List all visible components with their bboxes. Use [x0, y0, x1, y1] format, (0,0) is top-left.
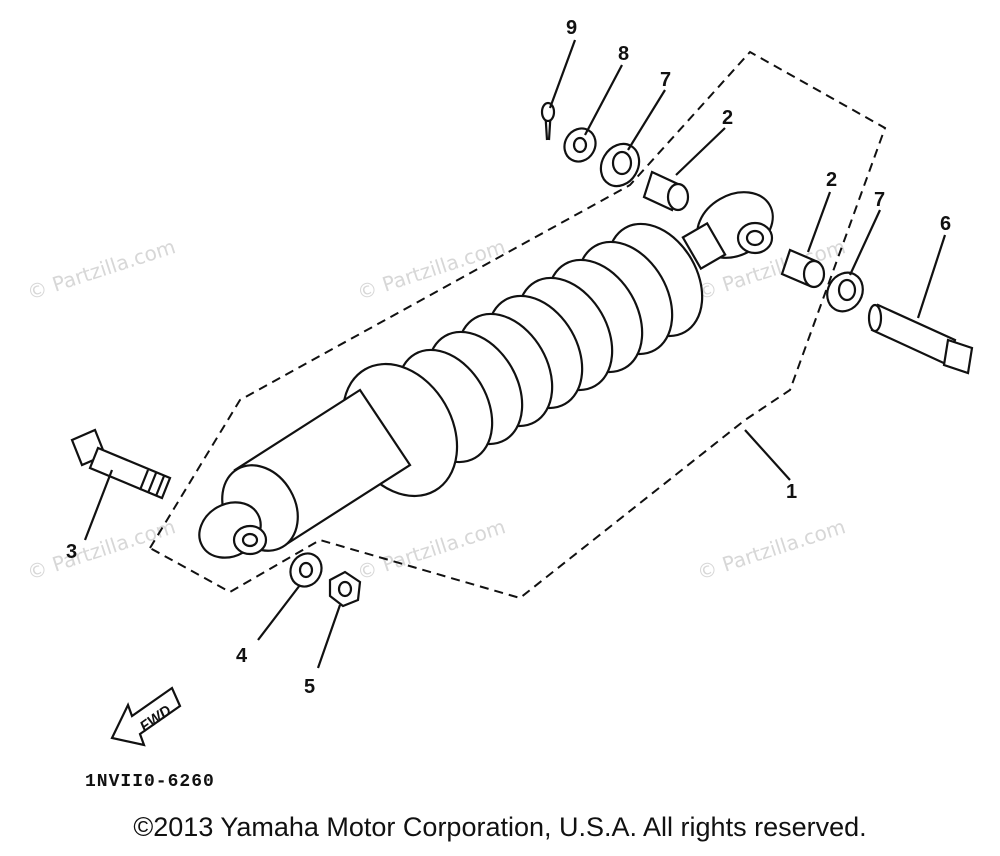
- leader-lines: [83, 39, 947, 669]
- watermark: © Partzilla.com: [354, 514, 508, 585]
- callout-9: 9: [566, 17, 577, 39]
- forward-arrow-icon: FWD: [110, 686, 182, 747]
- oil-seal: [826, 271, 864, 313]
- shock-absorber-diagram: © Partzilla.com © Partzilla.com © Partzi…: [24, 17, 974, 790]
- callout-3: 3: [66, 541, 77, 563]
- washer: [289, 552, 323, 588]
- bolt: [70, 428, 172, 500]
- assembly-boundary: [148, 50, 887, 600]
- callout-7: 7: [660, 69, 671, 91]
- callout-4: 4: [236, 645, 248, 667]
- diagram-code: 1NVII0-6260: [85, 772, 215, 790]
- callout-6: 6: [940, 213, 951, 235]
- collar: [780, 248, 826, 289]
- collar: [642, 170, 690, 212]
- callouts: 9 8 7 2 2 7 6 1 3 4 5: [66, 17, 951, 698]
- watermark: © Partzilla.com: [694, 514, 848, 585]
- watermark: © Partzilla.com: [24, 234, 178, 305]
- nut: [328, 570, 362, 608]
- washer: [563, 127, 597, 163]
- callout-1: 1: [786, 481, 797, 503]
- callout-2: 2: [826, 169, 837, 191]
- oil-seal: [599, 142, 641, 188]
- cotter-pin: [540, 101, 556, 141]
- callout-2: 2: [722, 107, 733, 129]
- pivot-pin: [867, 303, 974, 375]
- watermark: © Partzilla.com: [24, 514, 178, 585]
- copyright-notice: ©2013 Yamaha Motor Corporation, U.S.A. A…: [133, 812, 867, 842]
- callout-5: 5: [304, 676, 315, 698]
- callout-8: 8: [618, 43, 629, 65]
- shock-absorber: [198, 191, 774, 559]
- callout-7: 7: [874, 189, 885, 211]
